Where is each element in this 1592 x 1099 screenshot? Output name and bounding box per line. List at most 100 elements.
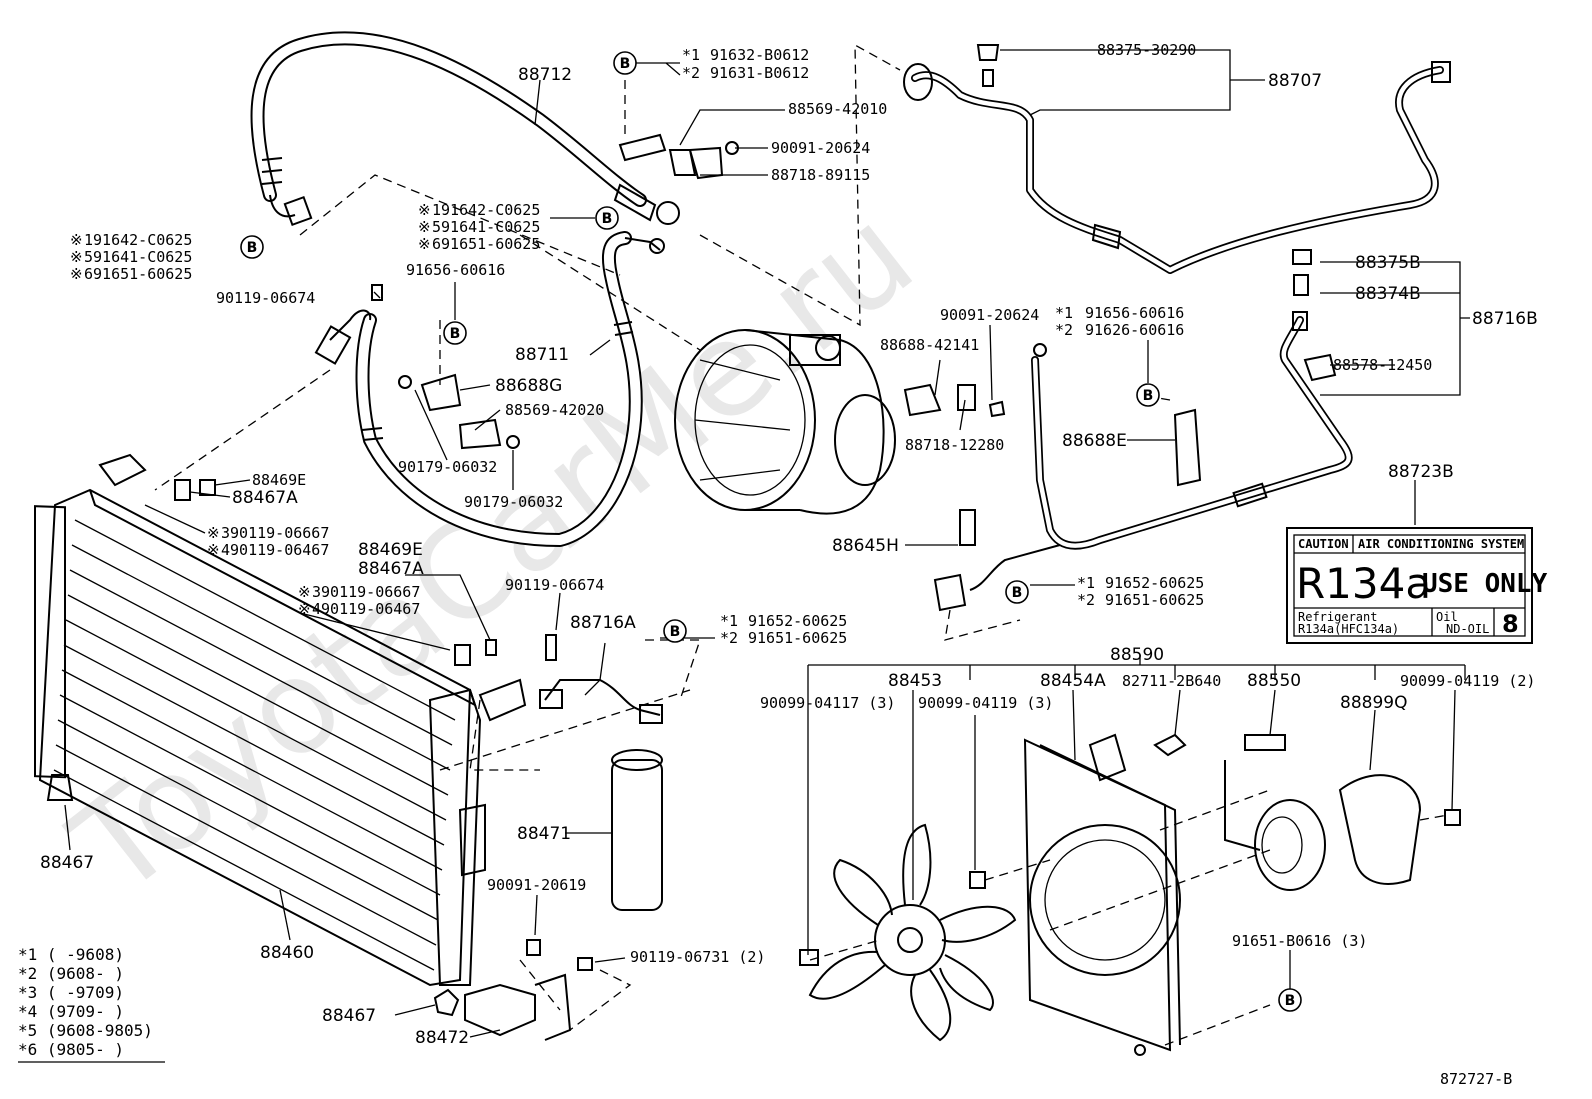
fan-motor-drawing bbox=[1153, 733, 1422, 891]
hose-88712-drawing bbox=[250, 31, 680, 227]
label-88590: 88590 bbox=[1110, 645, 1164, 665]
label-88469E-a: 88469E bbox=[252, 471, 306, 489]
star1-mark-r: *1 bbox=[1055, 304, 1073, 322]
legend-row: *5 (9608-9805) bbox=[18, 1021, 153, 1040]
label-88645-b1: 91652-60625 bbox=[1105, 574, 1204, 592]
alignment-lines bbox=[154, 43, 1449, 1046]
legend-row: *4 (9709- ) bbox=[18, 1002, 124, 1021]
fan-drawing bbox=[808, 823, 1017, 1042]
star2-mark-s: *2 bbox=[1077, 591, 1095, 609]
label-88467A-a: 88467A bbox=[232, 488, 298, 508]
star1-mark: *1 bbox=[682, 46, 700, 64]
hose-88711-drawing bbox=[314, 231, 665, 547]
plate-system: AIR CONDITIONING SYSTEM bbox=[1358, 537, 1524, 551]
label-88716A: 88716A bbox=[570, 613, 636, 633]
label-82711-2B640: 82711-2B640 bbox=[1122, 672, 1221, 690]
label-90179-06032-a: 90179-06032 bbox=[398, 458, 497, 476]
leader-b-top bbox=[636, 62, 681, 76]
label-91651-B0616: 91651-B0616 (3) bbox=[1232, 932, 1367, 950]
label-88454A: 88454A bbox=[1040, 671, 1106, 691]
plate-oil-label: Oil bbox=[1436, 610, 1458, 624]
fasteners-drawing bbox=[46, 133, 1461, 971]
condenser-drawing bbox=[34, 453, 527, 987]
ref-mark-c3: ※ bbox=[298, 583, 311, 601]
label-mid-b-1: 191642-C0625 bbox=[432, 201, 540, 219]
label-90119-06731: 90119-06731 (2) bbox=[630, 948, 765, 966]
svg-text:B: B bbox=[1012, 585, 1023, 601]
svg-text:B: B bbox=[450, 326, 461, 342]
fan-shroud-drawing bbox=[1023, 733, 1181, 1056]
label-88469E-b: 88469E bbox=[358, 540, 423, 560]
label-88716A-b1: 91652-60625 bbox=[748, 612, 847, 630]
plate-refrigerant-big: R134a bbox=[1296, 559, 1431, 608]
label-90179-06032-b: 90179-06032 bbox=[464, 493, 563, 511]
star1-mark-s: *1 bbox=[1077, 574, 1095, 592]
label-88688E: 88688E bbox=[1062, 431, 1127, 451]
svg-text:B: B bbox=[670, 624, 681, 640]
label-88645-b2: 91651-60625 bbox=[1105, 591, 1204, 609]
label-b-top-2: 91631-B0612 bbox=[710, 64, 809, 82]
svg-text:B: B bbox=[1143, 388, 1154, 404]
label-90119-06674-b: 90119-06674 bbox=[505, 576, 604, 594]
label-88569-42020: 88569-42020 bbox=[505, 401, 604, 419]
star2-mark: *2 bbox=[682, 64, 700, 82]
star2-mark-r: *2 bbox=[1055, 321, 1073, 339]
plate-oil-number: 8 bbox=[1502, 610, 1519, 638]
label-88718-89115: 88718-89115 bbox=[771, 166, 870, 184]
label-88471: 88471 bbox=[517, 824, 571, 844]
star2-mark-b: *2 bbox=[720, 629, 738, 647]
ref-mark-c4: ※ bbox=[298, 600, 311, 618]
marker-b-91656: B bbox=[443, 321, 467, 345]
label-390119-b: 390119-06667 bbox=[312, 583, 420, 601]
marker-b-left: B bbox=[240, 235, 264, 259]
svg-text:B: B bbox=[602, 211, 613, 227]
plate-caution: CAUTION bbox=[1298, 537, 1349, 551]
ref-mark-l2: ※ bbox=[70, 248, 83, 266]
marker-b-fan: B bbox=[1278, 988, 1302, 1012]
plate-refrigerant-value: R134a(HFC134a) bbox=[1298, 622, 1399, 636]
marker-b-top: B bbox=[613, 51, 637, 75]
ref-mark-m3: ※ bbox=[418, 235, 431, 253]
label-88375-30290: 88375-30290 bbox=[1097, 41, 1196, 59]
label-left-b-3: 691651-60625 bbox=[84, 265, 192, 283]
label-88578-12450: 88578-12450 bbox=[1333, 356, 1432, 374]
label-88688G: 88688G bbox=[495, 376, 562, 396]
label-88718-12280: 88718-12280 bbox=[905, 436, 1004, 454]
label-88688-42141: 88688-42141 bbox=[880, 336, 979, 354]
ref-mark-c2: ※ bbox=[207, 541, 220, 559]
legend-row: *3 ( -9709) bbox=[18, 983, 124, 1002]
label-88716A-b2: 91651-60625 bbox=[748, 629, 847, 647]
legend-row: *2 (9608- ) bbox=[18, 964, 124, 983]
legend-row: *1 ( -9608) bbox=[18, 945, 124, 964]
label-88375B: 88375B bbox=[1355, 253, 1421, 273]
marker-b-mid: B bbox=[595, 206, 619, 230]
label-91656-60616: 91656-60616 bbox=[406, 261, 505, 279]
star1-mark-b: *1 bbox=[720, 612, 738, 630]
label-88550: 88550 bbox=[1247, 671, 1301, 691]
marker-b-88645: B bbox=[1005, 580, 1029, 604]
plate-refrigerant-label: Refrigerant bbox=[1298, 610, 1377, 624]
label-88453: 88453 bbox=[888, 671, 942, 691]
label-490119-a: 490119-06467 bbox=[221, 541, 329, 559]
label-left-b-1: 191642-C0625 bbox=[84, 231, 192, 249]
watermark: ToyotaCarMe.ru bbox=[45, 178, 941, 925]
label-90091-20624-a: 90091-20624 bbox=[771, 139, 870, 157]
label-88467-b: 88467 bbox=[322, 1006, 376, 1026]
label-88460: 88460 bbox=[260, 943, 314, 963]
label-b-top-1: 91632-B0612 bbox=[710, 46, 809, 64]
label-90119-06674-a: 90119-06674 bbox=[216, 289, 315, 307]
label-88711: 88711 bbox=[515, 345, 569, 365]
label-r-b1: 91656-60616 bbox=[1085, 304, 1184, 322]
label-90099-04119-a: 90099-04119 (3) bbox=[918, 694, 1053, 712]
label-88472: 88472 bbox=[415, 1028, 469, 1048]
label-left-b-2: 591641-C0625 bbox=[84, 248, 192, 266]
label-88467-a: 88467 bbox=[40, 853, 94, 873]
label-90091-20624-b: 90091-20624 bbox=[940, 306, 1039, 324]
pipe-88716B-drawing bbox=[969, 249, 1353, 591]
compressor-drawing bbox=[674, 329, 896, 515]
label-88716B: 88716B bbox=[1472, 309, 1538, 329]
ref-mark-l3: ※ bbox=[70, 265, 83, 283]
label-r-b2: 91626-60616 bbox=[1085, 321, 1184, 339]
ref-mark-m2: ※ bbox=[418, 218, 431, 236]
leader-lines bbox=[64, 49, 1470, 1038]
